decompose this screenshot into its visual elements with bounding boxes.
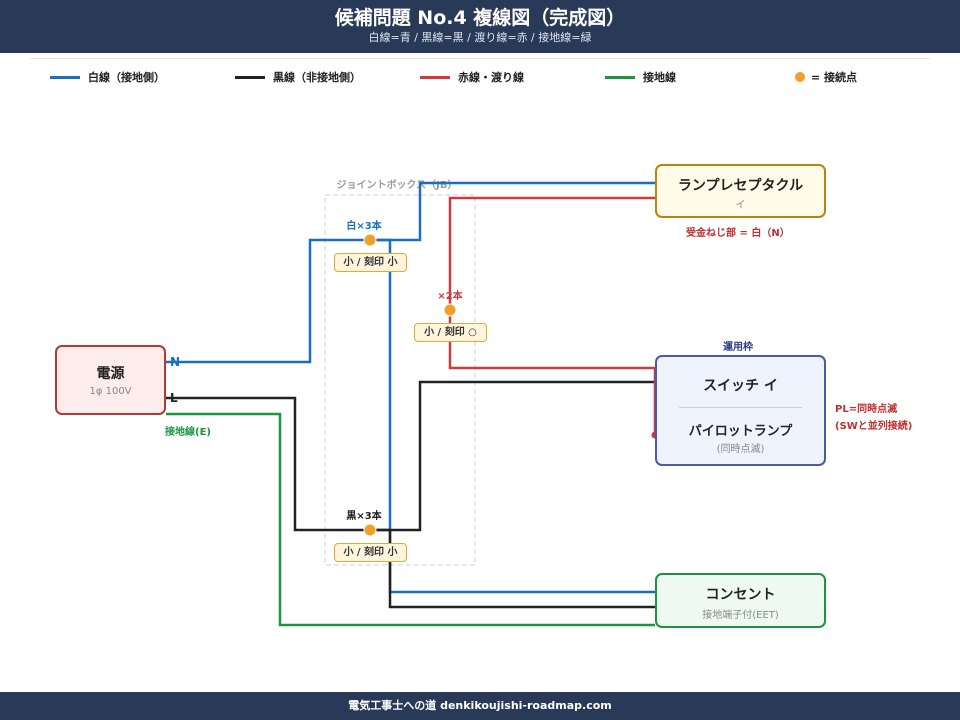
legend-label: 赤線・渡り線 bbox=[458, 71, 524, 84]
red-wire-lamp-to-switch bbox=[448, 196, 655, 370]
switch-title: スイッチ イ bbox=[703, 378, 778, 394]
power-terminal-l: L bbox=[170, 391, 178, 405]
pilot-lamp-sub: (同時点滅) bbox=[716, 444, 765, 455]
joint-dot-white bbox=[363, 233, 377, 247]
lamp-receptacle-box: ランプレセプタクル イ bbox=[655, 164, 826, 218]
joint-dot-red bbox=[443, 303, 457, 317]
switch-box-top-label: 運用枠 bbox=[723, 342, 753, 353]
power-terminal-n: N bbox=[170, 355, 181, 369]
legend-label: 接地線 bbox=[643, 71, 676, 84]
legend-swatch-black-wire bbox=[235, 75, 265, 79]
outlet-box: コンセント 接地端子付(EET) bbox=[655, 573, 826, 628]
sleeve-tag-red: 小 / 刻印 ○ bbox=[414, 323, 487, 342]
pilot-note-1: PL=同時点滅 bbox=[835, 404, 898, 415]
white-wire-joint-to-lamp bbox=[370, 181, 655, 242]
header-bar: 候補問題 No.4 複線図（完成図） 白線=青 / 黒線=黒 / 渡り線=赤 /… bbox=[0, 0, 960, 53]
lamp-receptacle-sub: イ bbox=[735, 200, 746, 211]
sleeve-tag-white: 小 / 刻印 小 bbox=[334, 253, 407, 272]
outlet-sub: 接地端子付(EET) bbox=[702, 610, 779, 621]
white-wire-joint-to-outlet bbox=[370, 238, 655, 594]
joint-box-outline bbox=[324, 194, 476, 566]
legend: 白線（接地側） 黒線（非接地側） 赤線・渡り線 接地線 = 接続点 bbox=[30, 58, 930, 95]
sleeve-tag-black: 小 / 刻印 小 bbox=[334, 543, 407, 562]
legend-swatch-earth-wire bbox=[605, 75, 635, 79]
page-subtitle: 白線=青 / 黒線=黒 / 渡り線=赤 / 接地線=緑 bbox=[368, 31, 592, 44]
black-wires bbox=[166, 380, 662, 609]
white-wires bbox=[166, 181, 655, 594]
legend-label: 白線（接地側） bbox=[88, 71, 165, 84]
joint-label-red: ×2本 bbox=[437, 289, 463, 302]
outlet-title: コンセント bbox=[705, 587, 776, 603]
lamp-note: 受金ねじ部 = 白（N） bbox=[686, 228, 790, 239]
legend-swatch-red-wire bbox=[420, 75, 450, 79]
black-wire-joint-to-outlet bbox=[370, 528, 655, 609]
white-wire-power-to-joint bbox=[166, 238, 370, 364]
legend-item-red-wire: 赤線・渡り線 bbox=[420, 69, 524, 85]
legend-item-black-wire: 黒線（非接地側） bbox=[235, 69, 361, 85]
joint-label-black: 黒×3本 bbox=[346, 509, 382, 522]
lamp-receptacle-title: ランプレセプタクル bbox=[677, 178, 804, 194]
joint-dot-black bbox=[363, 523, 377, 537]
legend-item-white-wire: 白線（接地側） bbox=[50, 69, 165, 85]
joint-box-label: ジョイントボックス（JB） bbox=[336, 178, 457, 191]
legend-label: = 接続点 bbox=[811, 71, 858, 84]
power-source-box: 電源 1φ 100V bbox=[55, 345, 166, 415]
earth-wire-label: 接地線(E) bbox=[165, 427, 211, 438]
switch-pilot-box: スイッチ イ パイロットランプ (同時点滅) bbox=[655, 355, 826, 466]
earth-wire bbox=[166, 412, 655, 627]
red-wires bbox=[448, 196, 657, 435]
pilot-note-2: (SWと並列接続) bbox=[835, 421, 913, 432]
legend-item-joint: = 接続点 bbox=[795, 69, 857, 85]
black-wire-power-to-joint bbox=[166, 396, 370, 532]
black-wire-joint-to-switch bbox=[370, 380, 662, 532]
joint-label-white: 白×3本 bbox=[346, 219, 382, 232]
power-source-title: 電源 bbox=[96, 366, 125, 382]
legend-label: 黒線（非接地側） bbox=[273, 71, 361, 84]
pilot-lamp-title: パイロットランプ bbox=[688, 424, 793, 439]
page-title: 候補問題 No.4 複線図（完成図） bbox=[334, 7, 626, 29]
legend-joint-dot-icon bbox=[795, 72, 805, 82]
switch-divider bbox=[679, 407, 802, 408]
power-source-spec: 1φ 100V bbox=[89, 386, 132, 397]
footer-bar: 電気工事士への道 denkikoujishi-roadmap.com bbox=[0, 692, 960, 720]
legend-item-earth-wire: 接地線 bbox=[605, 69, 676, 85]
legend-swatch-white-wire bbox=[50, 75, 80, 79]
